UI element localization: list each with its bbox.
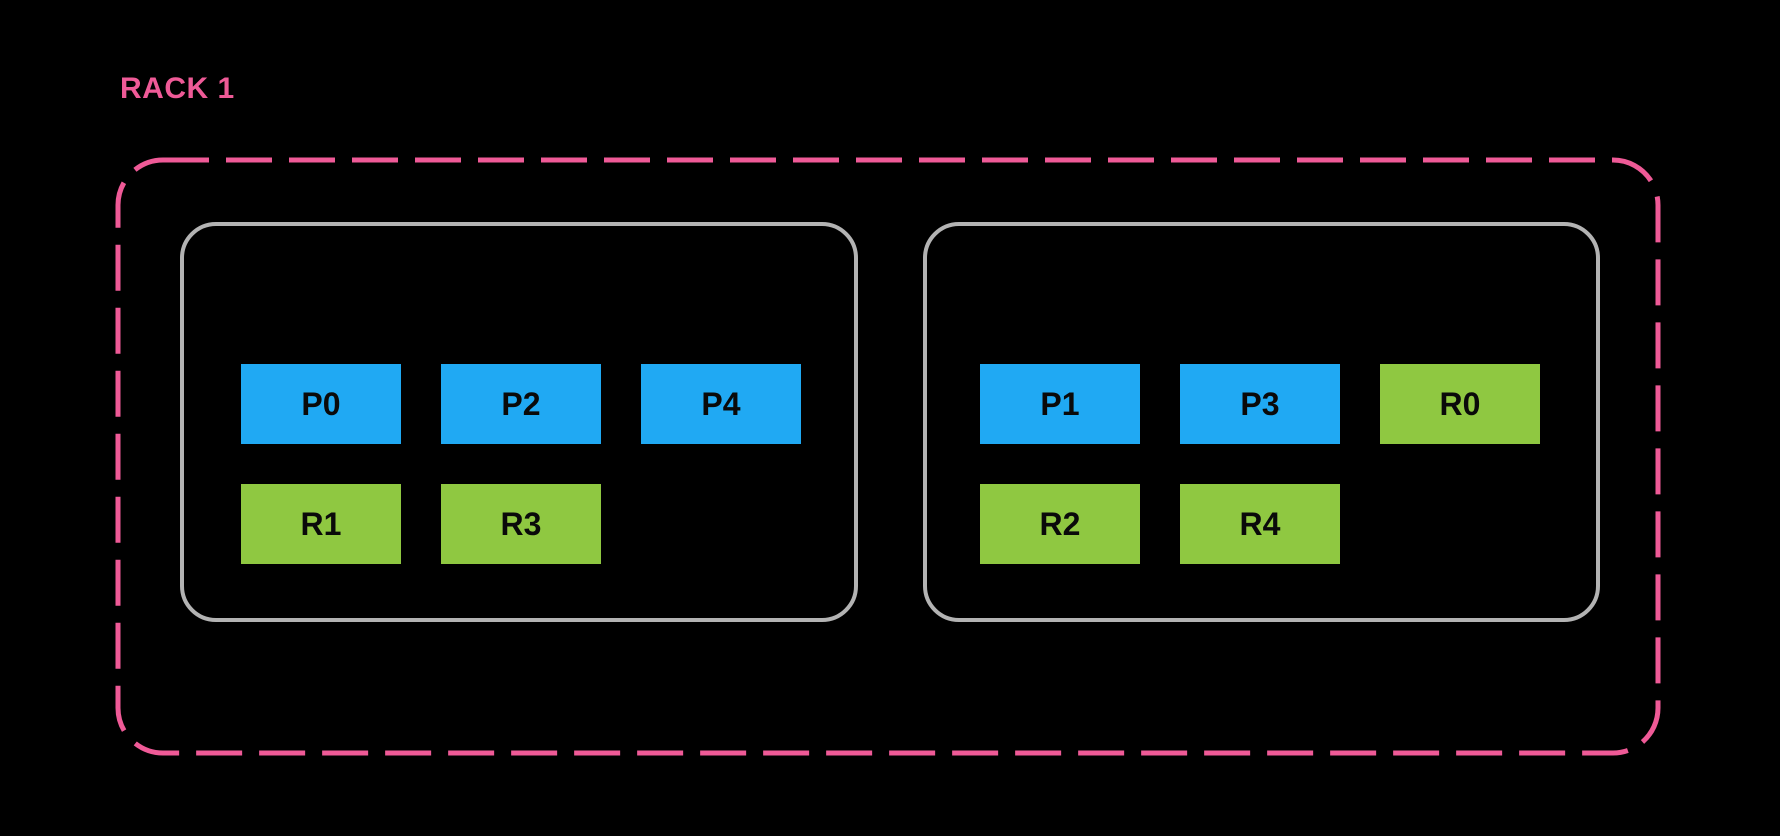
- rack-label: RACK 1: [120, 72, 235, 105]
- shard-box-r3: R3: [441, 484, 601, 564]
- shard-box-r0: R0: [1380, 364, 1540, 444]
- host-box-2: [923, 222, 1600, 622]
- shard-box-p1: P1: [980, 364, 1140, 444]
- shard-box-p4: P4: [641, 364, 801, 444]
- shard-box-r4: R4: [1180, 484, 1340, 564]
- shard-box-r2: R2: [980, 484, 1140, 564]
- shard-box-p0: P0: [241, 364, 401, 444]
- shard-box-p3: P3: [1180, 364, 1340, 444]
- host-box-1: [180, 222, 858, 622]
- shard-box-p2: P2: [441, 364, 601, 444]
- shard-box-r1: R1: [241, 484, 401, 564]
